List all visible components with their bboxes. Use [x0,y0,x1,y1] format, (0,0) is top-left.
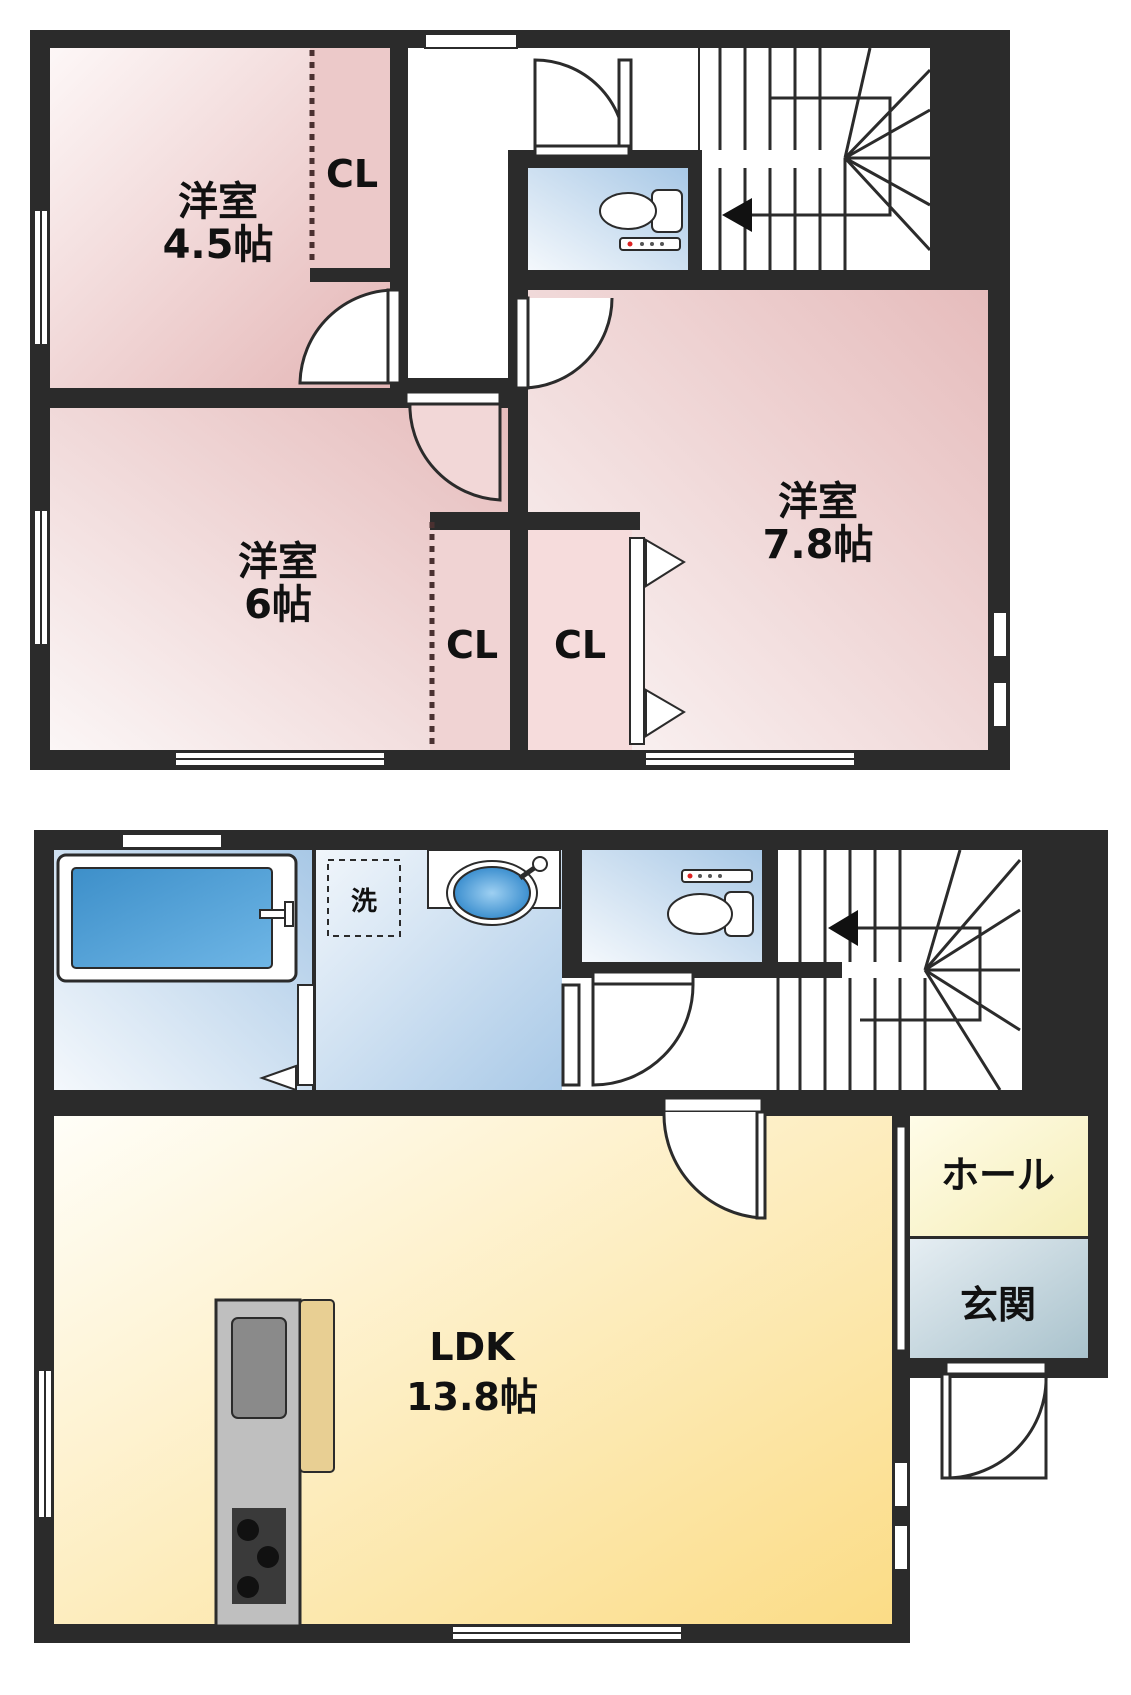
room-e-name: 洋室 [778,479,858,525]
stairs-1f-arrow [828,910,858,946]
sink-icon [427,849,561,926]
room-e-size: 7.8帖 [763,522,874,568]
closet-nw-label: CL [326,152,378,196]
room-nw-name: 洋室 [178,179,258,225]
ldk-name: LDK [429,1325,516,1369]
bathtub-icon [56,853,298,983]
room-nw-size: 4.5帖 [163,222,274,268]
room-sw-size: 6帖 [244,582,312,628]
second-floor: 洋室 4.5帖 CL 洋室 6帖 CL CL 洋室 7.8帖 [30,30,1010,770]
doors-2f [298,58,633,502]
toilet-1f-icon [667,869,754,937]
washer-label: 洗 [351,887,377,917]
closet-sw-label: CL [446,623,498,667]
ldk-size: 13.8帖 [406,1375,538,1419]
entrance-label: 玄関 [960,1283,1036,1327]
entrance-floor [910,1238,1088,1358]
doors-1f [561,970,1048,1480]
windows-2f [33,33,1008,767]
stairs-2f-treads [718,47,932,270]
toilet-2f-icon [599,189,683,251]
closet-sw-floor [430,530,510,750]
hall-label: ホール [941,1153,1055,1197]
washer-space [327,859,401,937]
closet-mid-label: CL [554,623,606,667]
windows-1f [37,833,909,1641]
closet-nw-floor [310,48,390,268]
stairs-2f-arrow [722,198,752,232]
first-floor: 洗 [34,830,1108,1643]
stairs-1f-treads [776,849,1022,1091]
hall-floor [910,1116,1088,1236]
room-sw-name: 洋室 [238,539,318,585]
kitchen-counter [214,1298,335,1628]
